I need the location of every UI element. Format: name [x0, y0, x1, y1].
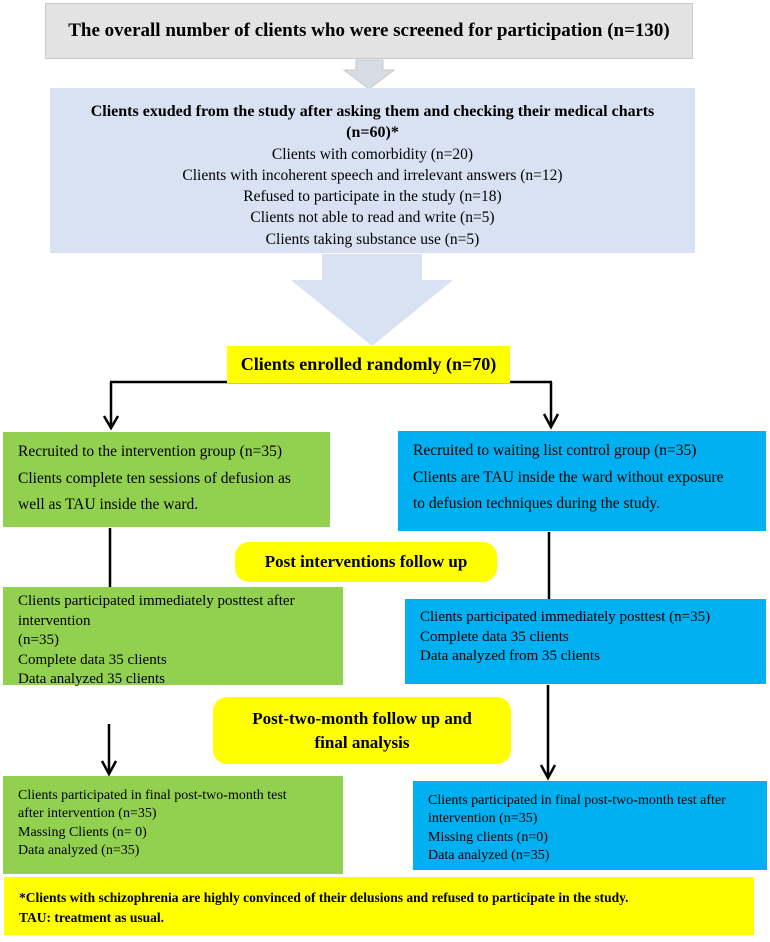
- screened-box: The overall number of clients who were s…: [45, 3, 693, 59]
- final-right-line: Data analyzed (n=35): [428, 847, 550, 863]
- excluded-reason: Clients taking substance use (n=5): [265, 230, 480, 248]
- down-arrow-2: [291, 254, 453, 346]
- post-interventions-label: Post interventions follow up: [235, 542, 497, 582]
- excluded-count: (n=60)*: [346, 124, 399, 142]
- enrolled-box: Clients enrolled randomly (n=70): [227, 346, 510, 383]
- control-group-line: Recruited to waiting list control group …: [413, 442, 697, 459]
- post-two-month-label: Post-two-month follow up and final analy…: [213, 697, 511, 764]
- final-left-line: after intervention (n=35): [18, 806, 157, 822]
- post-two-month-text: Post-two-month follow up and: [252, 708, 472, 728]
- intervention-group-line: Clients complete ten sessions of defusio…: [18, 469, 291, 487]
- final-left-box: Clients participated in final post-two-m…: [3, 776, 343, 874]
- post-intervention-left-line: Data analyzed 35 clients: [18, 671, 166, 687]
- post-intervention-left-line: Clients participated immediately posttes…: [18, 593, 295, 609]
- post-intervention-right-line: Data analyzed from 35 clients: [420, 648, 600, 664]
- footnote-box: *Clients with schizophrenia are highly c…: [4, 877, 754, 935]
- excluded-reason: Clients with incoherent speech and irrel…: [182, 166, 563, 184]
- control-group-line: Clients are TAU inside the ward without …: [413, 468, 724, 486]
- post-intervention-left-line: Complete data 35 clients: [18, 651, 167, 668]
- down-arrow-1: [342, 59, 396, 90]
- final-right-line: intervention (n=35): [428, 811, 538, 827]
- final-right-line: Clients participated in final post-two-m…: [428, 793, 726, 808]
- control-group-line: to defusion techniques during the study.: [413, 495, 660, 512]
- post-intervention-left-line: intervention: [18, 612, 91, 629]
- excluded-title: Clients exuded from the study after aski…: [90, 103, 655, 120]
- enrolled-text: Clients enrolled randomly (n=70): [240, 354, 497, 374]
- final-left-line: Clients participated in final post-two-m…: [18, 788, 287, 803]
- post-interventions-text: Post interventions follow up: [264, 552, 468, 571]
- post-intervention-left-line: (n=35): [18, 632, 59, 648]
- footnote-text: TAU: treatment as usual.: [19, 910, 164, 925]
- final-left-line: Data analyzed (n=35): [18, 842, 140, 858]
- excluded-reason: Clients with comorbidity (n=20): [271, 145, 474, 163]
- post-intervention-left-box: Clients participated immediately posttes…: [3, 587, 343, 687]
- post-intervention-right-line: Clients participated immediately posttes…: [420, 609, 711, 625]
- post-intervention-right-box: Clients participated immediately posttes…: [405, 599, 766, 684]
- final-right-box: Clients participated in final post-two-m…: [413, 781, 767, 870]
- final-right-line: Missing clients (n=0): [428, 829, 548, 845]
- excluded-reason: Refused to participate in the study (n=1…: [243, 188, 502, 206]
- screened-text: The overall number of clients who were s…: [68, 20, 670, 41]
- intervention-group-box: Recruited to the intervention group (n=3…: [3, 432, 330, 527]
- footnote-text: *Clients with schizophrenia are highly c…: [19, 890, 629, 905]
- final-left-line: Massing Clients (n= 0): [18, 824, 147, 840]
- control-group-box: Recruited to waiting list control group …: [398, 431, 766, 531]
- intervention-group-line: Recruited to the intervention group (n=3…: [18, 443, 282, 460]
- excluded-box: Clients exuded from the study after aski…: [50, 88, 695, 253]
- post-two-month-text: final analysis: [314, 732, 410, 752]
- post-intervention-right-line: Complete data 35 clients: [420, 628, 569, 645]
- excluded-reason: Clients not able to read and write (n=5): [250, 209, 495, 227]
- intervention-group-line: well as TAU inside the ward.: [18, 496, 199, 513]
